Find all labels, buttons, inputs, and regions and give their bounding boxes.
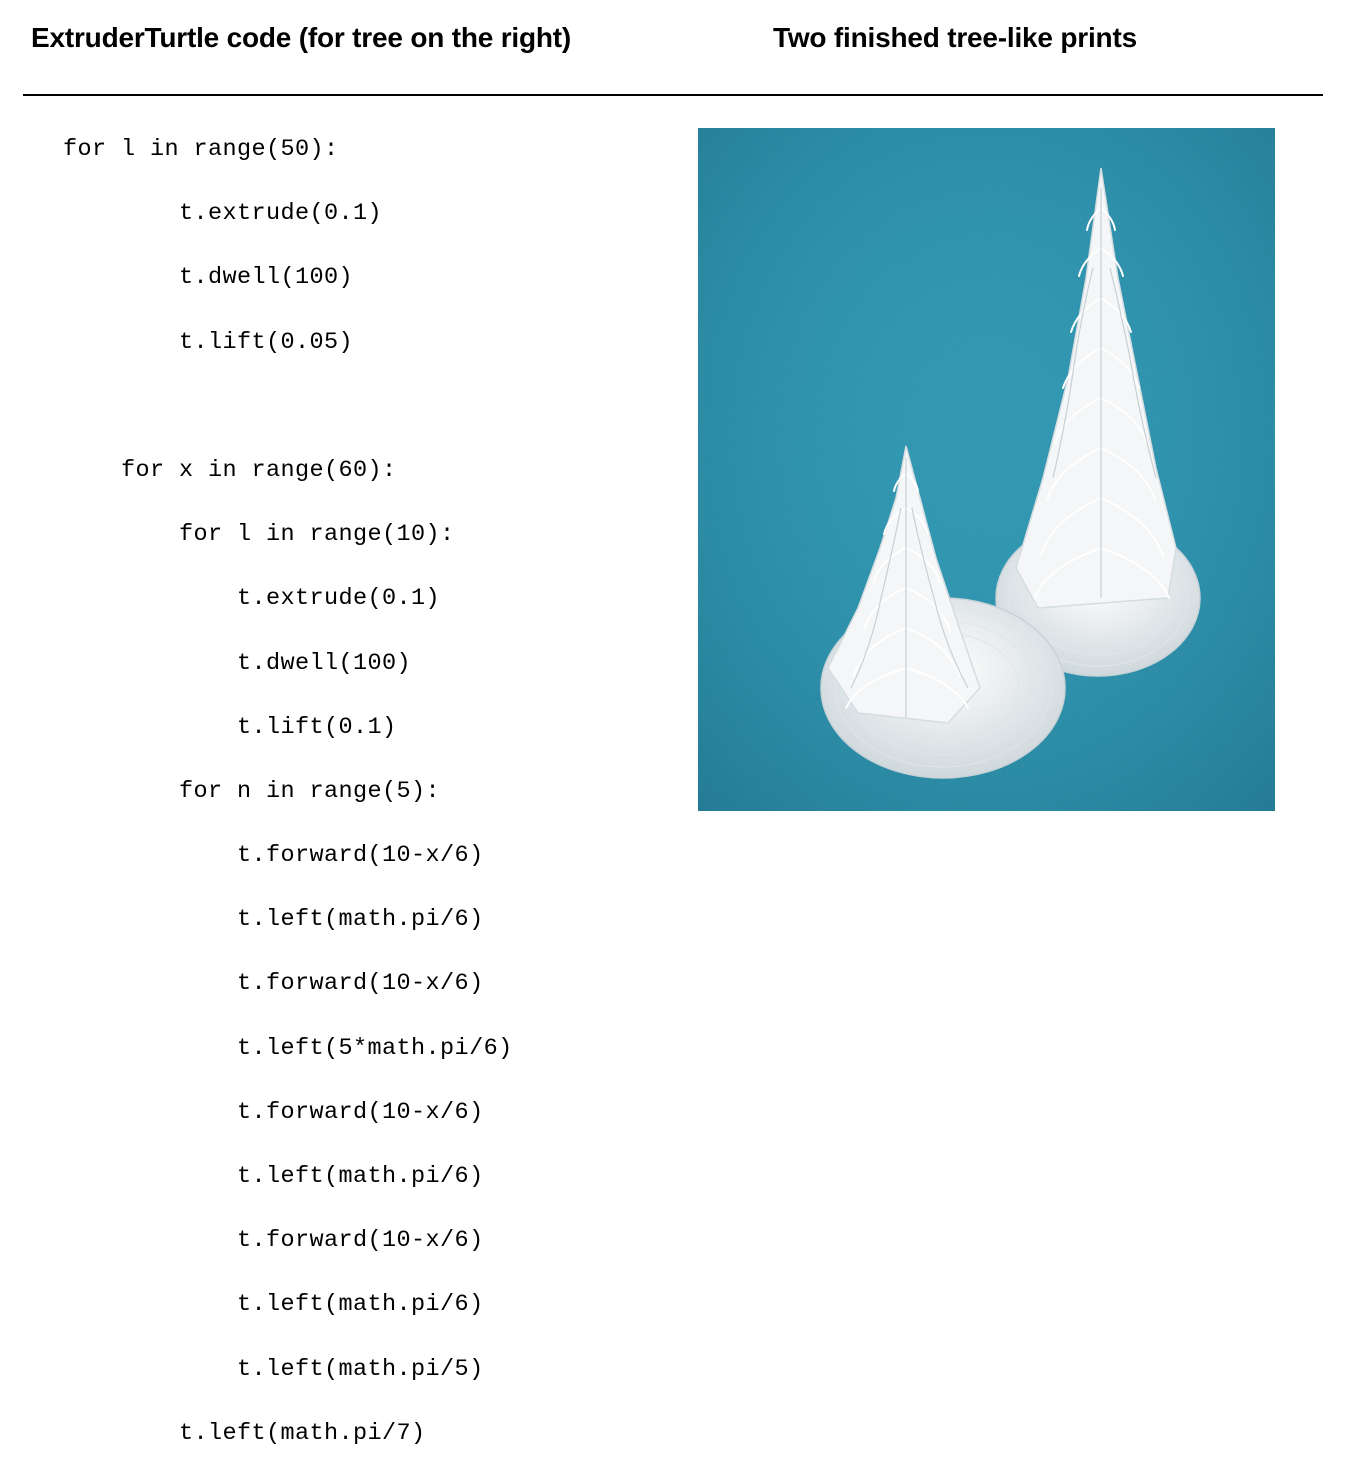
code-line: t.left(math.pi/6) (63, 1163, 484, 1190)
code-line (63, 391, 513, 423)
code-line: t.left(math.pi/7) (63, 1419, 426, 1447)
large-tree-shading (1052, 188, 1157, 598)
code-line: t.left(math.pi/6) (63, 906, 484, 934)
code-line: t.forward(10-x/6) (63, 970, 484, 998)
large-tree-body (1015, 167, 1177, 609)
tree-prints-illustration (698, 128, 1275, 811)
code-line: t.extrude(0.1) (63, 585, 441, 613)
photo-heading: Two finished tree-like prints (773, 22, 1137, 53)
code-listing: for l in range(50): t.extrude(0.1) t.dwe… (63, 134, 513, 1482)
code-line: t.forward(10-x/6) (63, 1098, 484, 1126)
large-tree-branches (1034, 207, 1170, 599)
small-tree-branches (845, 472, 969, 709)
code-line: t.dwell(100) (63, 649, 412, 677)
code-line: t.forward(10-x/6) (63, 842, 484, 870)
code-line: t.lift(0.05) (63, 328, 354, 356)
code-line: t.dwell(100) (63, 264, 354, 292)
code-line: t.extrude(0.1) (63, 200, 383, 228)
code-line: t.forward(10-x/6) (63, 1227, 484, 1255)
code-line: for l in range(50): (63, 136, 339, 163)
code-heading: ExtruderTurtle code (for tree on the rig… (31, 22, 572, 53)
tree-prints-photo (698, 128, 1275, 811)
code-line: t.lift(0.1) (63, 713, 397, 741)
code-line: for x in range(60): (63, 456, 397, 484)
small-tree-shading (850, 458, 969, 718)
code-line: t.left(math.pi/5) (63, 1355, 484, 1383)
code-line: for l in range(10): (63, 521, 455, 549)
header-divider (23, 94, 1323, 96)
code-line: t.left(math.pi/6) (63, 1291, 484, 1319)
code-line: for n in range(5): (63, 777, 441, 805)
code-line: t.left(5*math.pi/6) (63, 1034, 513, 1062)
